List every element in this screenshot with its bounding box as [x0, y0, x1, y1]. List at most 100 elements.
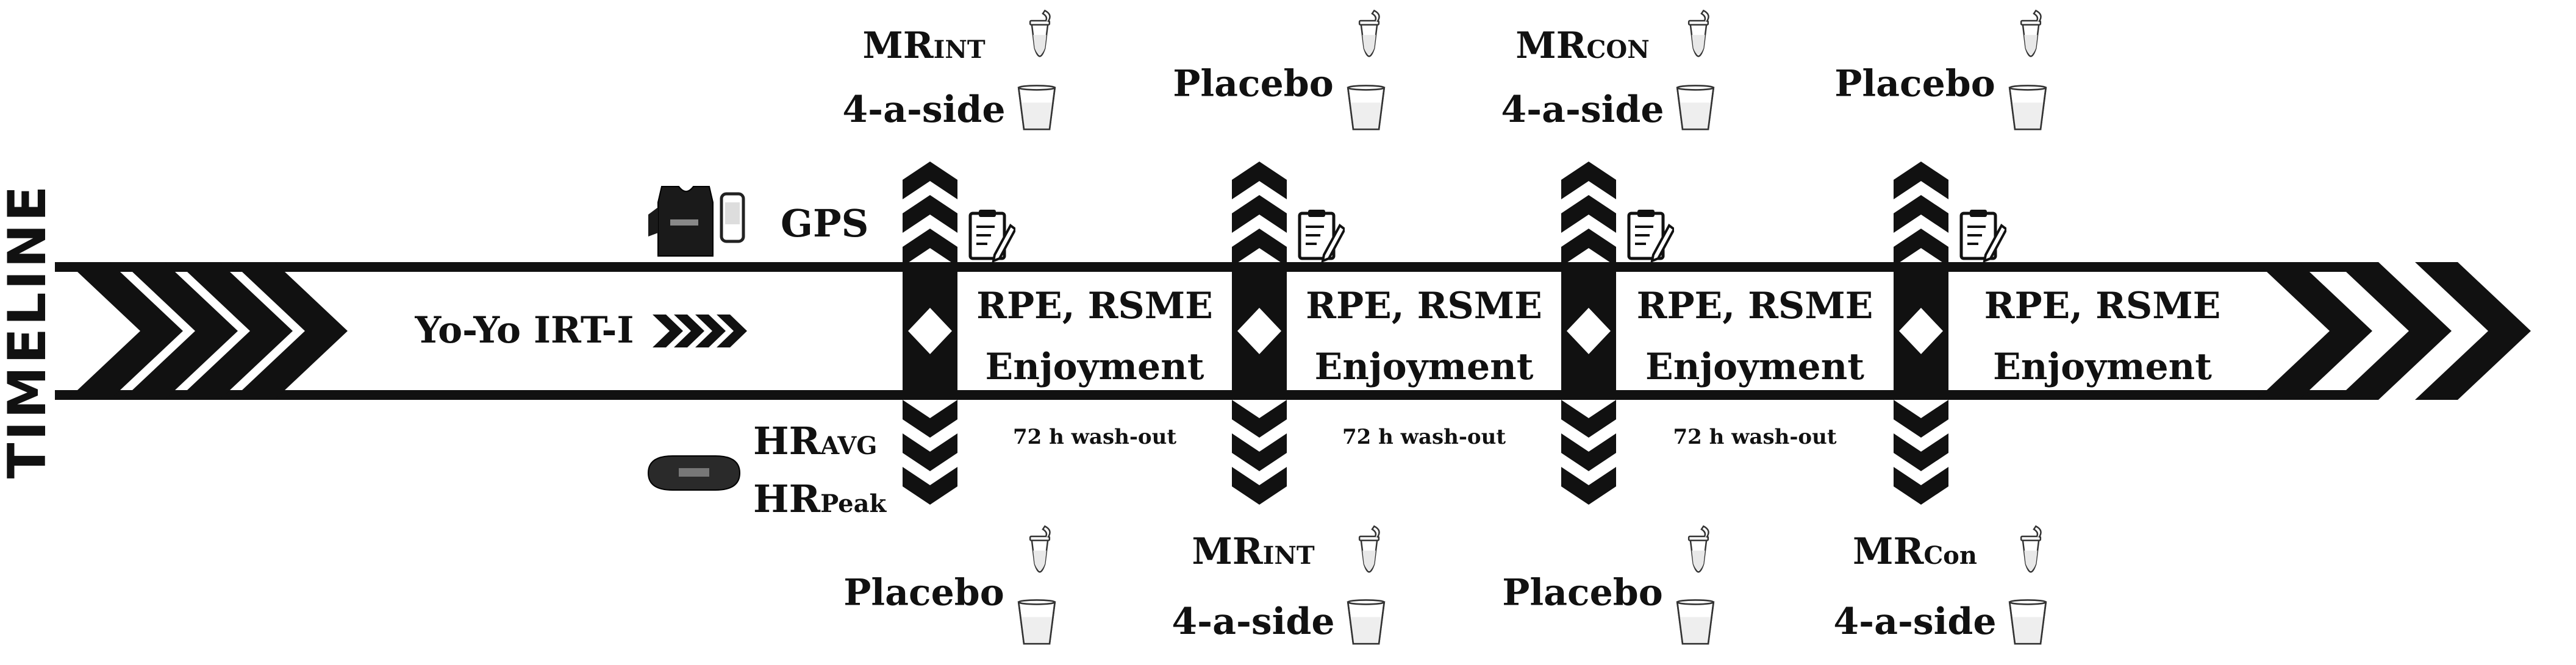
marker-chevron	[1894, 433, 1948, 471]
marker-chevron	[903, 229, 957, 266]
marker-chevron	[1894, 195, 1948, 233]
washout-label: 72 h wash-out	[1673, 425, 1836, 449]
microtube-icon	[1687, 10, 1709, 57]
session-enjoyment: Enjoyment	[986, 346, 1204, 388]
cup-icon	[1676, 85, 1715, 130]
yoyo-arrows	[653, 315, 747, 347]
clipboard-icon	[1300, 210, 1345, 261]
cup-icon	[1347, 599, 1386, 645]
start-chevron	[67, 262, 183, 400]
clipboard-icon	[1629, 210, 1674, 261]
start-chevron	[122, 262, 238, 400]
marker-chevron	[1232, 162, 1287, 199]
condition-sub: CON	[1587, 35, 1650, 64]
yoyo-arrow	[674, 315, 704, 347]
start-chevrons	[67, 262, 348, 400]
marker-diamond	[908, 308, 952, 354]
marker-chevron	[1232, 400, 1287, 438]
session-marker	[1561, 162, 1674, 505]
condition-format: 4-a-side	[1172, 600, 1334, 643]
marker-chevron	[1561, 467, 1616, 505]
gps-vest-icon	[648, 186, 745, 257]
cup-icon	[1017, 85, 1056, 130]
washout-label: 72 h wash-out	[1013, 425, 1176, 449]
condition-main: Placebo	[843, 572, 1004, 614]
start-chevron	[177, 262, 293, 400]
condition-main: Placebo	[1173, 63, 1333, 105]
microtube-icon	[1358, 10, 1380, 57]
condition-name: Placebo	[1834, 63, 1995, 105]
microtube-icon	[2020, 10, 2042, 57]
marker-diamond	[1567, 308, 1611, 354]
marker-chevron	[1561, 433, 1616, 471]
condition-format: 4-a-side	[1501, 88, 1664, 131]
yoyo-arrow	[653, 315, 683, 347]
marker-chevron	[1894, 162, 1948, 199]
timeline-label: TIMELINE	[0, 183, 58, 479]
hr-peak-label: HRPeak	[753, 477, 887, 521]
condition-sub: INT	[1263, 541, 1315, 570]
hr-avg-sub: AVG	[820, 432, 877, 460]
start-chevron	[232, 262, 348, 400]
condition-name: MRCON	[1515, 24, 1650, 67]
gps-label: GPS	[781, 201, 868, 246]
marker-chevron	[1894, 467, 1948, 505]
condition-format: 4-a-side	[1833, 600, 1996, 643]
condition-name: Placebo	[1173, 63, 1333, 105]
microtube-icon	[1029, 525, 1051, 573]
marker-chevron	[1232, 433, 1287, 471]
top-condition: Placebo	[1834, 10, 2047, 130]
session-measures: RPE, RSME	[1984, 285, 2221, 327]
top-condition: MRCON 4-a-side	[1501, 10, 1715, 131]
marker-chevron	[1894, 229, 1948, 266]
bottom-condition: Placebo	[1502, 525, 1715, 645]
condition-sub: Con	[1923, 541, 1977, 570]
bottom-condition: Placebo	[843, 525, 1056, 645]
condition-main: MR	[1192, 530, 1263, 573]
washout-label: 72 h wash-out	[1342, 425, 1506, 449]
top-condition: Placebo	[1173, 10, 1386, 130]
marker-chevron	[1232, 229, 1287, 266]
marker-chevron	[903, 195, 957, 233]
marker-chevron	[1561, 400, 1616, 438]
session-enjoyment: Enjoyment	[1993, 346, 2212, 388]
marker-chevron	[1561, 229, 1616, 266]
hr-peak-sub: Peak	[820, 489, 887, 518]
marker-chevron	[1232, 195, 1287, 233]
session-marker	[1232, 162, 1345, 505]
condition-main: MR	[1515, 24, 1587, 67]
cup-icon	[1017, 599, 1056, 645]
end-chevron	[2256, 262, 2372, 400]
marker-chevron	[903, 162, 957, 199]
microtube-icon	[1687, 525, 1709, 573]
session-markers	[903, 162, 2006, 505]
marker-chevron	[1561, 195, 1616, 233]
end-chevron	[2336, 262, 2452, 400]
condition-main: Placebo	[1502, 572, 1662, 614]
band-top-line	[55, 262, 2366, 272]
condition-sub: INT	[934, 35, 986, 64]
band-bottom-line	[55, 390, 2366, 400]
clipboard-icon	[970, 210, 1015, 261]
condition-main: Placebo	[1834, 63, 1995, 105]
yoyo-test-label: Yo-Yo IRT-I	[414, 309, 634, 352]
bottom-condition: MRINT 4-a-side	[1172, 525, 1386, 645]
marker-chevron	[903, 400, 957, 438]
microtube-icon	[2020, 525, 2042, 573]
hr-avg-main: HR	[753, 419, 821, 463]
session-marker	[903, 162, 1015, 505]
hr-strap-icon	[647, 455, 741, 491]
hr-avg-label: HRAVG	[753, 419, 877, 463]
condition-format: 4-a-side	[842, 88, 1005, 131]
condition-name: MRINT	[862, 24, 986, 67]
microtube-icon	[1358, 525, 1380, 573]
condition-main: MR	[862, 24, 934, 67]
session-measures: RPE, RSME	[1637, 285, 1873, 327]
condition-name: MRINT	[1192, 530, 1315, 573]
